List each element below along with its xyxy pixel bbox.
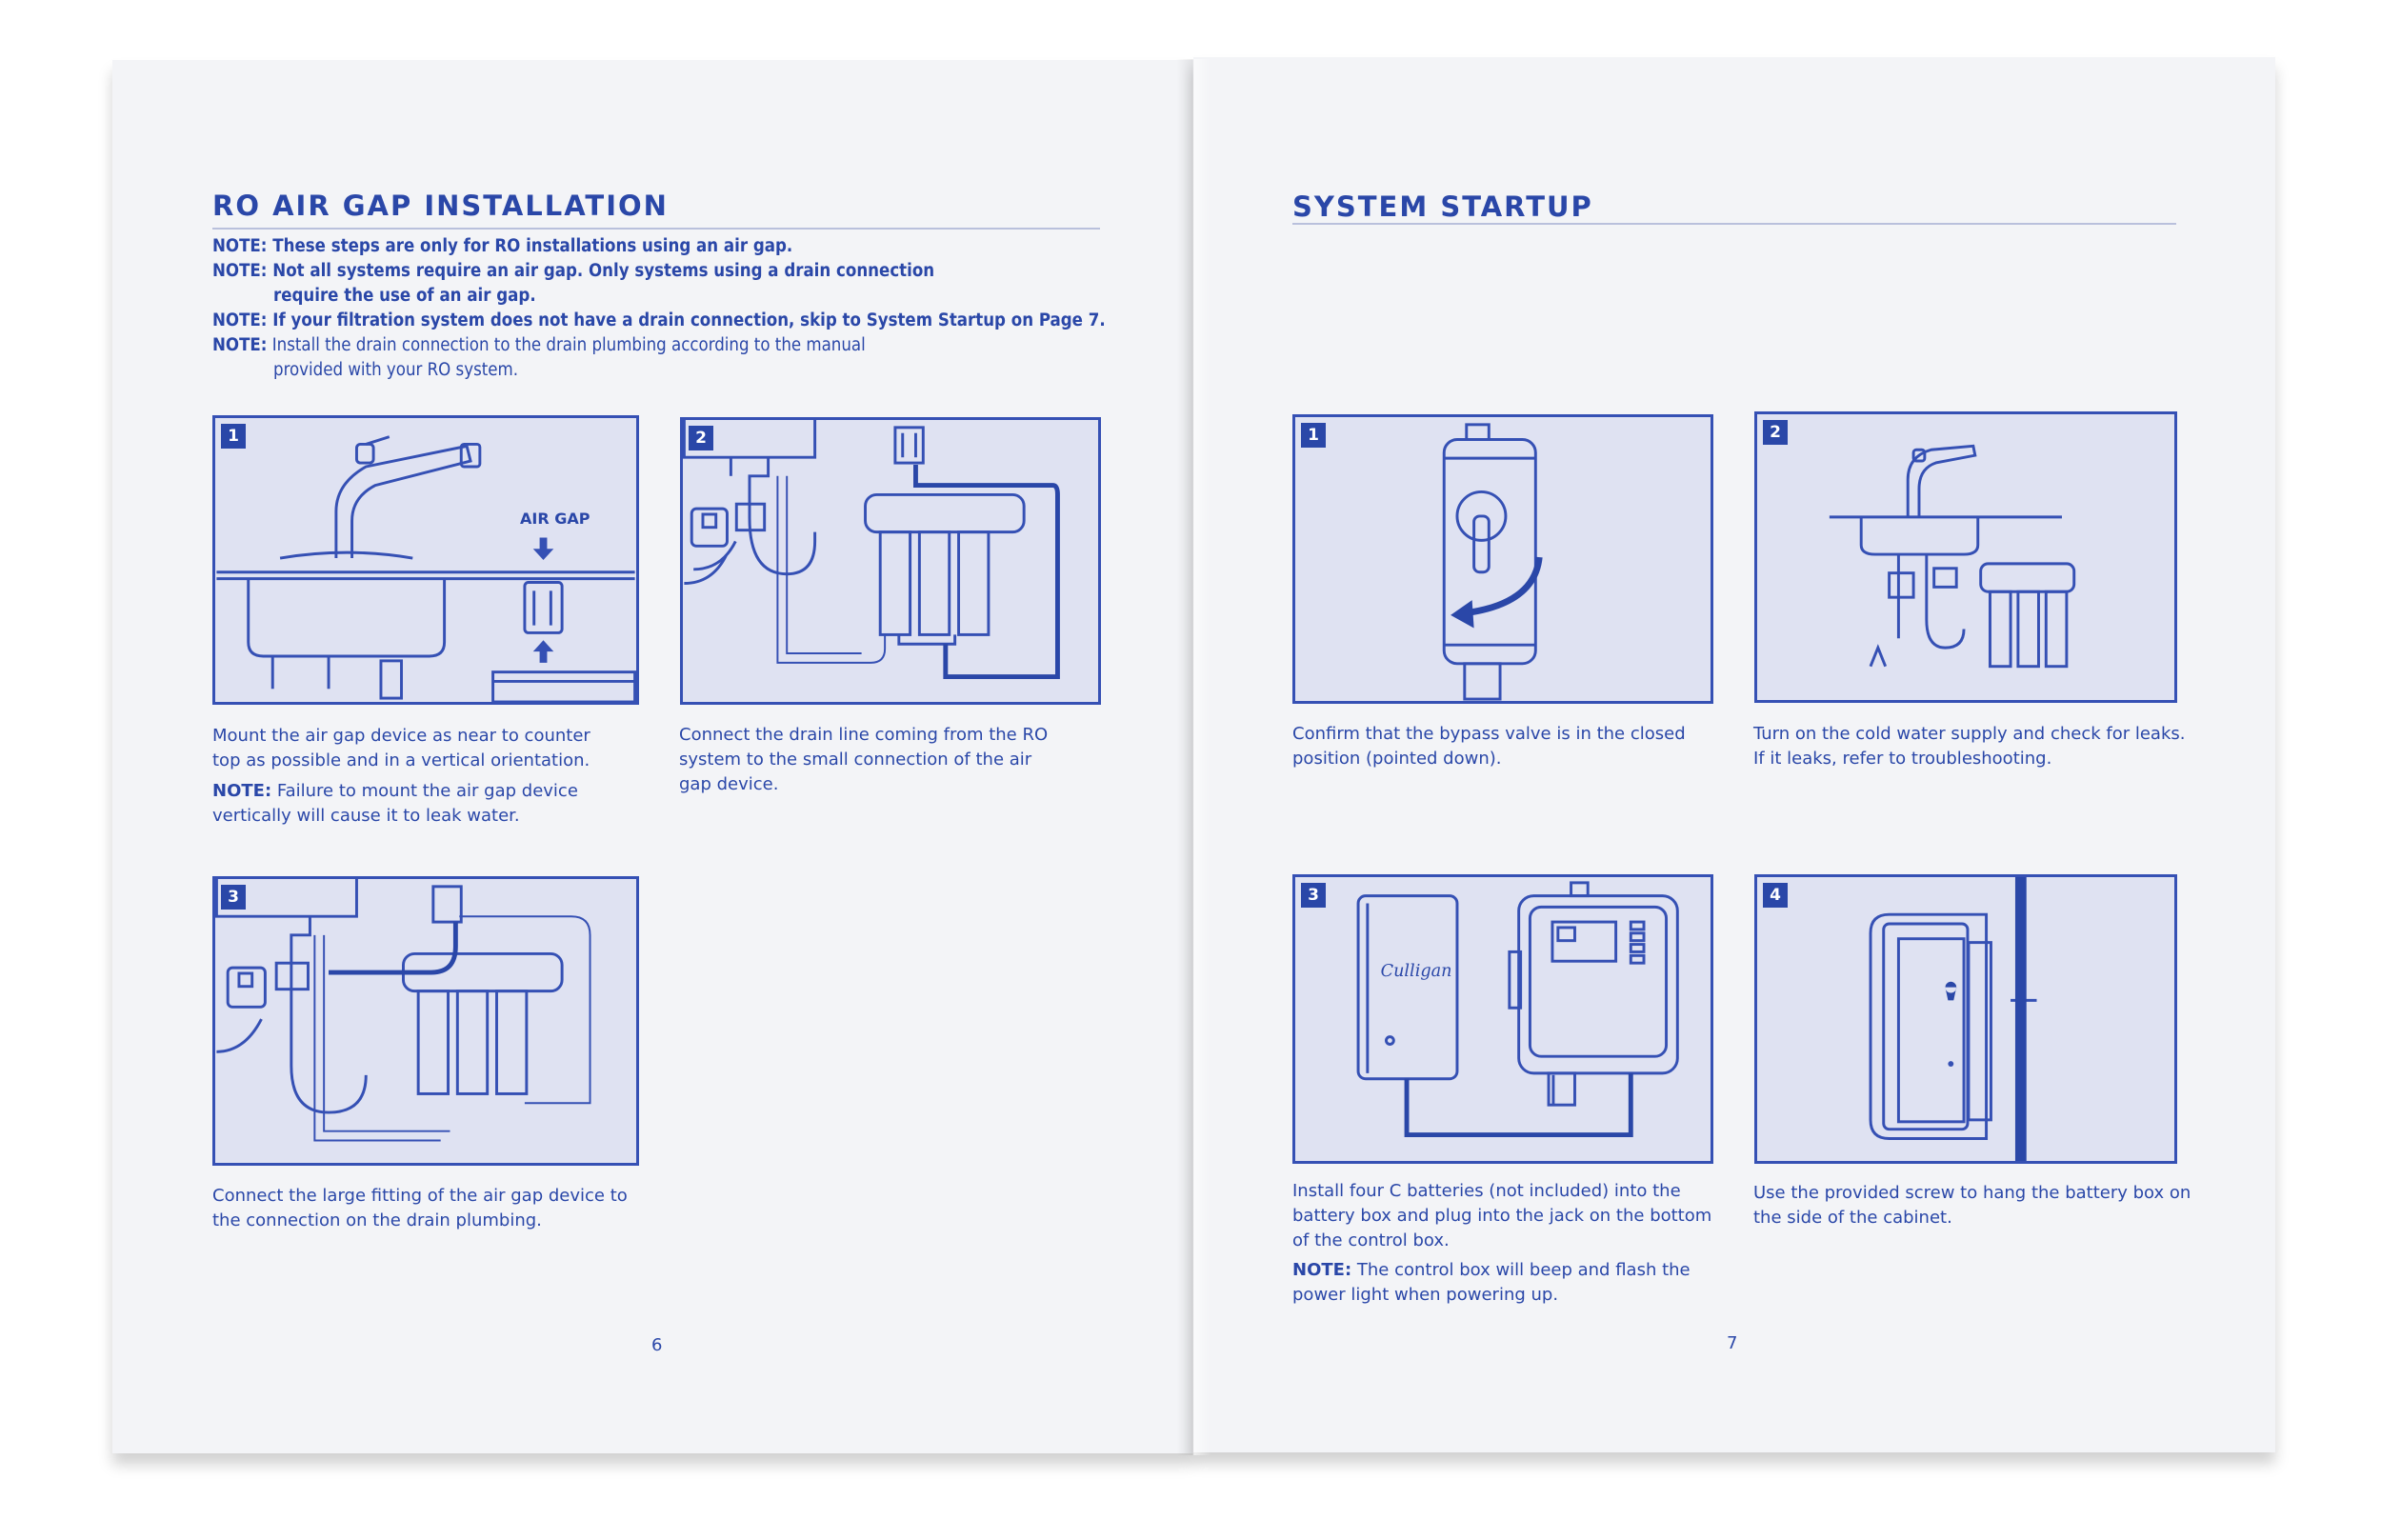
startup-step-4-caption: Use the provided screw to hang the batte… xyxy=(1753,1183,2191,1228)
step-2-caption: Connect the drain line coming from the R… xyxy=(679,725,1049,794)
bypass-valve-drawing xyxy=(1442,423,1543,701)
air-gap-label: AIR GAP xyxy=(520,510,590,528)
right-title-rule xyxy=(1292,223,2176,225)
step-1-caption: Mount the air gap device as near to coun… xyxy=(212,726,590,770)
note-1: NOTE: These steps are only for RO instal… xyxy=(212,236,793,256)
step-1-note: NOTE: Failure to mount the air gap devic… xyxy=(212,781,578,826)
step-1-illustration-air-gap: 1 xyxy=(212,415,639,705)
startup-step-3-caption: Install four C batteries (not included) … xyxy=(1292,1181,1712,1250)
right-page xyxy=(1193,57,2275,1452)
step-3-illustration-batteries: 3 Culligan xyxy=(1292,874,1713,1164)
step-2-illustration-water-supply: 2 xyxy=(1754,411,2177,703)
step-2-badge: 2 xyxy=(689,426,713,450)
notes-block: NOTE: These steps are only for RO instal… xyxy=(212,234,1117,383)
right-page-number: 7 xyxy=(1727,1333,1738,1353)
battery-box-cabinet-drawing xyxy=(1869,877,2037,1161)
drain-plumbing-drawing xyxy=(215,879,591,1142)
note-4: NOTE: Install the drain connection to th… xyxy=(212,335,866,355)
startup-step-1-caption: Confirm that the bypass valve is in the … xyxy=(1292,724,1686,769)
sink-ro-system-drawing xyxy=(1829,444,2076,669)
startup-step-3-note: NOTE: The control box will beep and flas… xyxy=(1292,1260,1691,1305)
step-1-badge: 1 xyxy=(221,424,246,449)
note-2-cont: require the use of an air gap. xyxy=(273,286,536,306)
step-4-illustration-hang-box: 4 xyxy=(1754,874,2177,1164)
sink-air-gap-drawing xyxy=(216,435,636,702)
step-2-illustration-drain-line: 2 xyxy=(680,417,1101,705)
right-page-title: SYSTEM STARTUP xyxy=(1292,190,1593,223)
left-page-title: RO AIR GAP INSTALLATION xyxy=(212,190,669,222)
left-page-number: 6 xyxy=(651,1335,663,1355)
left-page xyxy=(112,60,1193,1453)
book-gutter xyxy=(1176,59,1211,1455)
culligan-logo: Culligan xyxy=(1381,962,1452,981)
left-title-rule xyxy=(212,228,1100,230)
note-2: NOTE: Not all systems require an air gap… xyxy=(212,261,935,281)
step-3-illustration-large-fitting: 3 xyxy=(212,876,639,1166)
note-4-cont: provided with your RO system. xyxy=(273,360,519,380)
step-3-caption: Connect the large fitting of the air gap… xyxy=(212,1186,628,1230)
note-3: NOTE: If your filtration system does not… xyxy=(212,310,1106,330)
startup-step-3-badge: 3 xyxy=(1301,883,1326,908)
startup-step-2-badge: 2 xyxy=(1763,420,1788,445)
step-3-badge: 3 xyxy=(221,885,246,910)
startup-step-2-caption: Turn on the cold water supply and check … xyxy=(1753,724,2186,769)
startup-step-1-badge: 1 xyxy=(1301,423,1326,448)
ro-system-drawing xyxy=(683,420,1060,679)
step-1-illustration-bypass-valve: 1 xyxy=(1292,414,1713,704)
startup-step-4-badge: 4 xyxy=(1763,883,1788,908)
battery-box-control-box-drawing: Culligan xyxy=(1356,881,1679,1138)
